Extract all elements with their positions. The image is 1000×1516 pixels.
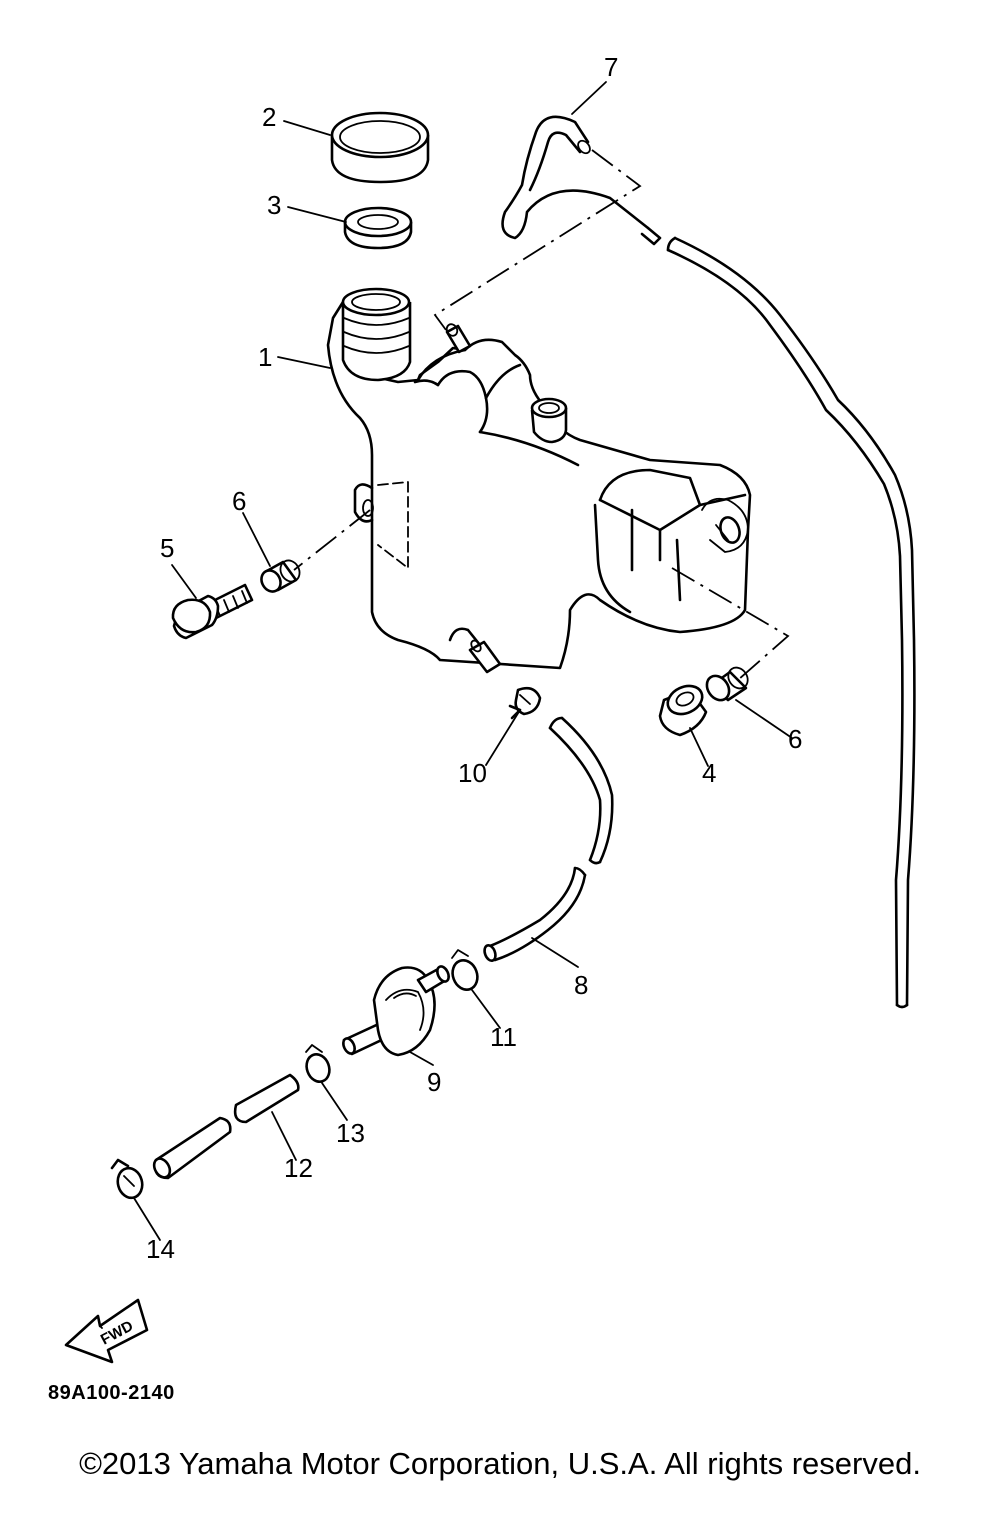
coolant-hose xyxy=(483,716,614,963)
collar-right xyxy=(705,666,749,702)
callout-7: 7 xyxy=(604,52,618,82)
drawing-code: 89A100-2140 xyxy=(48,1382,175,1404)
callout-4: 4 xyxy=(702,758,716,788)
grommet xyxy=(658,684,708,737)
callout-9: 9 xyxy=(427,1067,441,1097)
drain-hose xyxy=(152,1073,300,1180)
callout-5: 5 xyxy=(160,533,174,563)
inline-filter xyxy=(342,965,450,1057)
hose-clamp-top xyxy=(508,686,542,720)
callout-12: 12 xyxy=(284,1153,313,1183)
callout-labels: 1 2 3 4 5 6 6 7 8 9 10 11 12 13 14 xyxy=(146,52,802,1264)
hose-clip-11 xyxy=(451,949,479,991)
callout-1: 1 xyxy=(258,342,272,372)
callout-6-right: 6 xyxy=(788,724,802,754)
callout-6-left: 6 xyxy=(232,486,246,516)
breather-hose xyxy=(501,115,916,1009)
hose-clamp-14 xyxy=(110,1158,144,1200)
cap-gasket xyxy=(343,206,413,250)
reservoir-tank xyxy=(326,287,752,674)
assembly-lines xyxy=(293,149,790,681)
callout-11: 11 xyxy=(490,1022,517,1052)
callout-3: 3 xyxy=(267,190,281,220)
callout-8: 8 xyxy=(574,970,588,1000)
callout-13: 13 xyxy=(336,1118,365,1148)
callout-10: 10 xyxy=(458,758,487,788)
filler-cap xyxy=(330,111,430,184)
forward-arrow: FWD xyxy=(64,1298,149,1364)
collar-left xyxy=(260,559,301,593)
callout-2: 2 xyxy=(262,102,276,132)
hose-clip-13 xyxy=(305,1044,331,1083)
flange-bolt xyxy=(171,583,254,640)
callout-14: 14 xyxy=(146,1234,175,1264)
leader-lines xyxy=(133,81,793,1241)
copyright-notice: ©2013 Yamaha Motor Corporation, U.S.A. A… xyxy=(79,1446,921,1481)
